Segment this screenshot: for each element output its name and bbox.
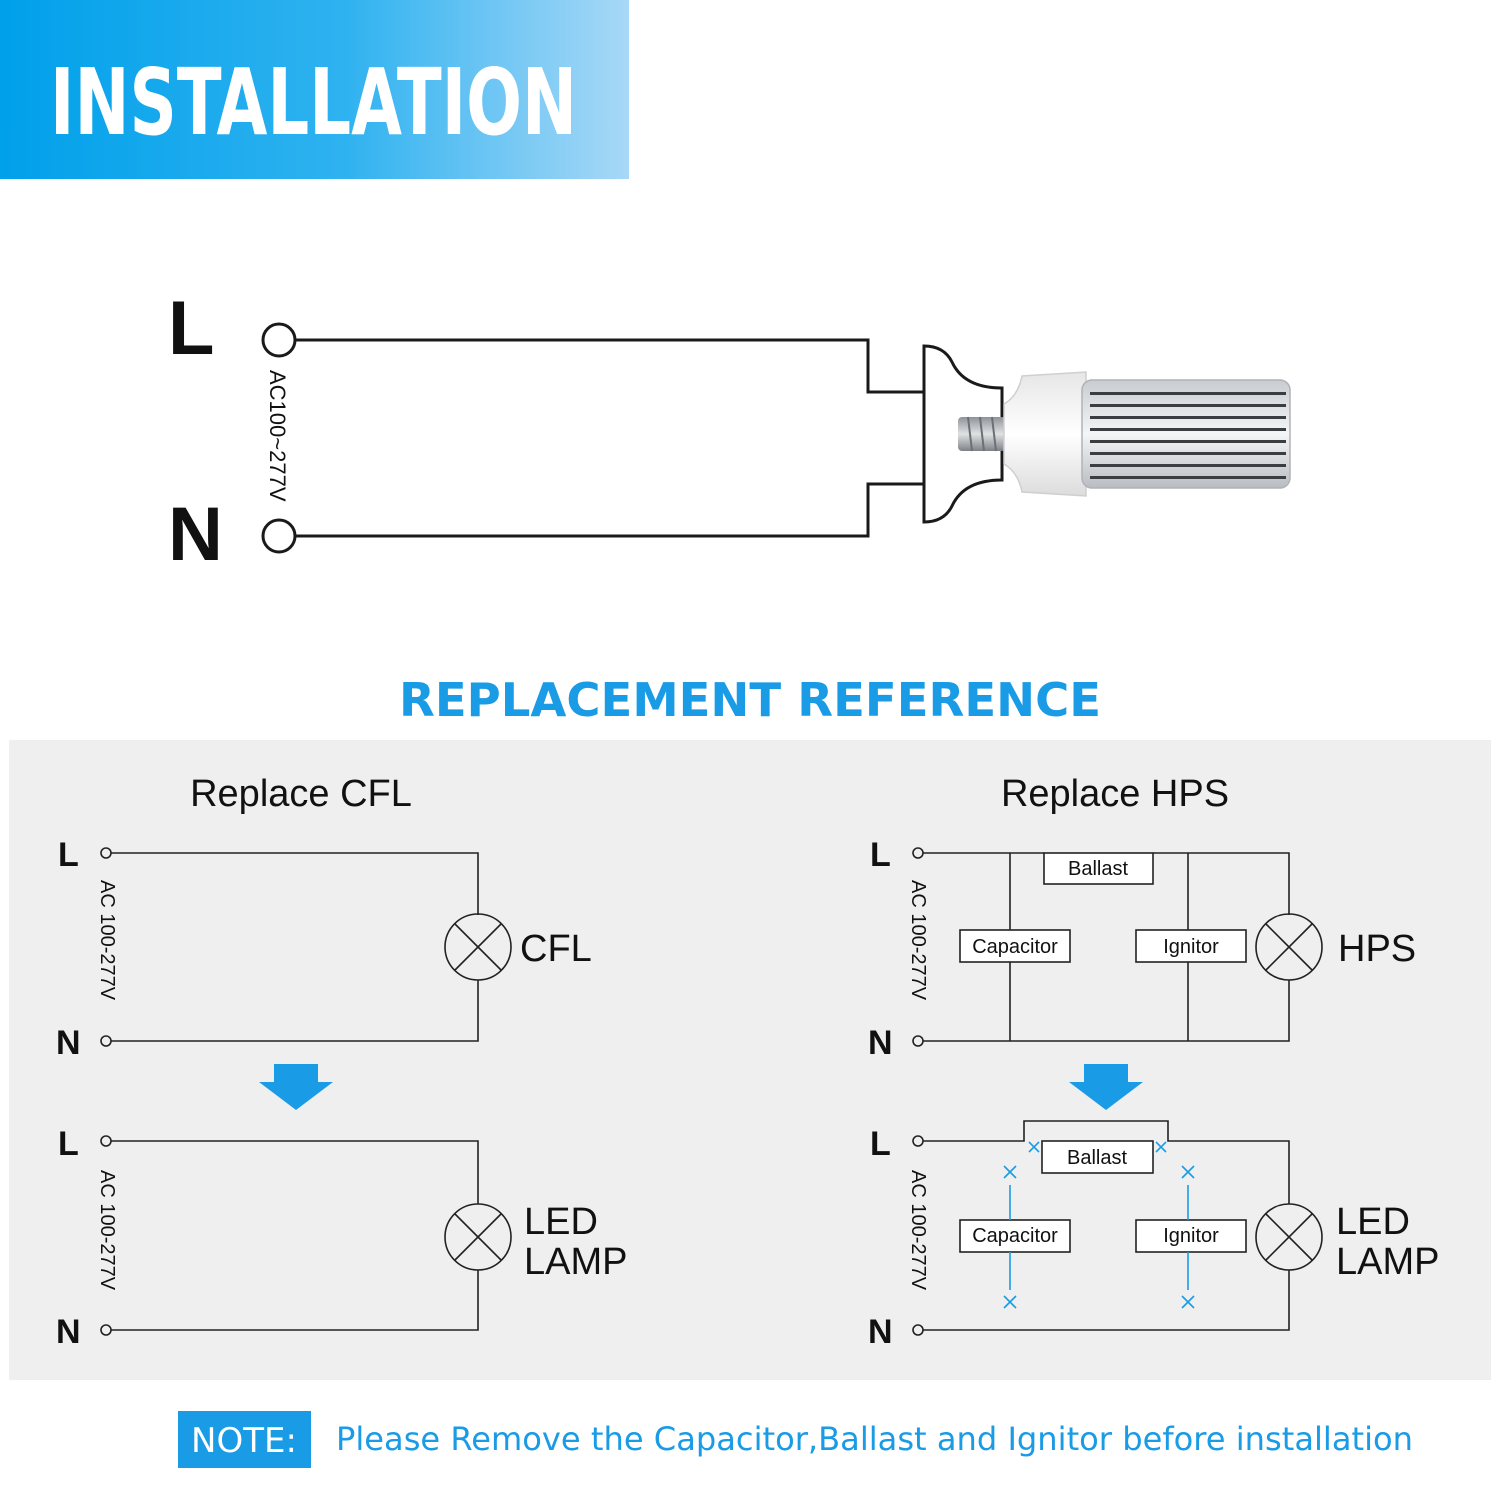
section-title: REPLACEMENT REFERENCE (399, 673, 1101, 727)
hps-capacitor-label: Capacitor (972, 936, 1058, 958)
hps-lamp-label: HPS (1338, 928, 1416, 970)
cfl-after-neutral-wire (111, 1270, 479, 1331)
cfl-voltage: AC 100-277V (96, 880, 118, 1001)
cfl-lamp-label: CFL (520, 928, 592, 970)
hps-after-lamp-label-line1: LED (1336, 1201, 1410, 1243)
hps-after-ignitor-box (1135, 1219, 1247, 1253)
terminal-n-label: N (168, 492, 223, 577)
hps-after-lamp-label-line2: LAMP (1336, 1241, 1439, 1283)
hps-after-bypass-wire (923, 1120, 1290, 1204)
hps-live-wire (923, 852, 1290, 915)
hps-after-ignitor-label: Ignitor (1163, 1225, 1219, 1247)
bulb-neck (1003, 371, 1087, 497)
hps-lamp-symbol (1255, 913, 1323, 981)
note-label: NOTE: (191, 1421, 297, 1461)
cfl-terminal-n: N (56, 1024, 81, 1062)
hps-terminal-l: L (870, 836, 891, 874)
bulb-led-body (1081, 379, 1291, 489)
hps-after-capacitor-label: Capacitor (972, 1225, 1058, 1247)
cfl-down-arrow-icon (259, 1064, 333, 1110)
hps-ignitor-label: Ignitor (1163, 936, 1219, 958)
hps-column: Replace HPS L N AC 100-277V Ballast Capa… (868, 773, 1439, 1351)
hps-heading: Replace HPS (1001, 773, 1229, 815)
cfl-before-circuit: L N AC 100-277V CFL (56, 836, 592, 1062)
hps-ignitor-box (1135, 929, 1247, 963)
corn-led-bulb (958, 371, 1291, 497)
hps-ballast-label: Ballast (1068, 858, 1128, 880)
hps-ballast-box (1043, 852, 1154, 885)
cfl-terminal-l: L (58, 836, 79, 874)
hps-after-capacitor-box (959, 1219, 1071, 1253)
live-wire (295, 338, 924, 394)
cfl-heading: Replace CFL (190, 773, 412, 815)
cfl-live-wire (111, 852, 479, 915)
header-banner: INSTALLATION (0, 0, 629, 179)
voltage-label: AC100~277V (265, 370, 290, 502)
hps-terminal-n: N (868, 1024, 893, 1062)
cfl-after-lamp-label-line1: LED (524, 1201, 598, 1243)
cfl-after-lamp-label-line2: LAMP (524, 1241, 627, 1283)
main-wiring-diagram: L N AC100~277V (168, 286, 1291, 577)
note-banner: NOTE: Please Remove the Capacitor,Ballas… (178, 1411, 1413, 1468)
hps-after-led-lamp-symbol (1255, 1203, 1323, 1271)
cfl-lamp-symbol (444, 913, 512, 981)
terminal-l-circle (261, 322, 297, 358)
hps-after-voltage: AC 100-277V (907, 1170, 929, 1291)
header-background (0, 0, 629, 179)
hps-after-neutral-wire (923, 1270, 1290, 1331)
cfl-after-voltage: AC 100-277V (96, 1170, 118, 1291)
hps-capacitor-box (959, 929, 1071, 963)
cfl-after-live-wire (111, 1140, 479, 1204)
cfl-after-terminal-l: L (58, 1125, 79, 1163)
page-title: INSTALLATION (50, 49, 577, 156)
note-text: Please Remove the Capacitor,Ballast and … (336, 1420, 1413, 1458)
hps-voltage: AC 100-277V (907, 880, 929, 1001)
terminal-n-circle (261, 518, 297, 554)
terminal-l-label: L (168, 286, 214, 371)
hps-after-terminal-n: N (868, 1313, 893, 1351)
hps-after-terminal-l: L (870, 1125, 891, 1163)
hps-neutral-wire (923, 980, 1290, 1042)
hps-removed-connections (1003, 1141, 1195, 1309)
hps-before-circuit: L N AC 100-277V Ballast Capacitor Ignito… (868, 836, 1416, 1062)
cfl-after-terminal-n: N (56, 1313, 81, 1351)
neutral-wire (295, 482, 924, 538)
cfl-after-led-lamp-symbol (444, 1203, 512, 1271)
hps-after-ballast-box (1041, 1140, 1154, 1174)
cut-mark-icon (1003, 1141, 1195, 1309)
cfl-after-circuit: L N AC 100-277V LED LAMP (56, 1125, 627, 1351)
hps-after-circuit: L N AC 100-277V Ballast Capacitor Ignito… (868, 1120, 1439, 1351)
cfl-neutral-wire (111, 980, 479, 1042)
hps-after-ballast-label: Ballast (1067, 1147, 1127, 1169)
note-badge (178, 1411, 311, 1468)
hps-down-arrow-icon (1069, 1064, 1143, 1110)
reference-panel (9, 740, 1491, 1380)
cfl-column: Replace CFL L N AC 100-277V CFL L N AC 1… (56, 773, 627, 1351)
